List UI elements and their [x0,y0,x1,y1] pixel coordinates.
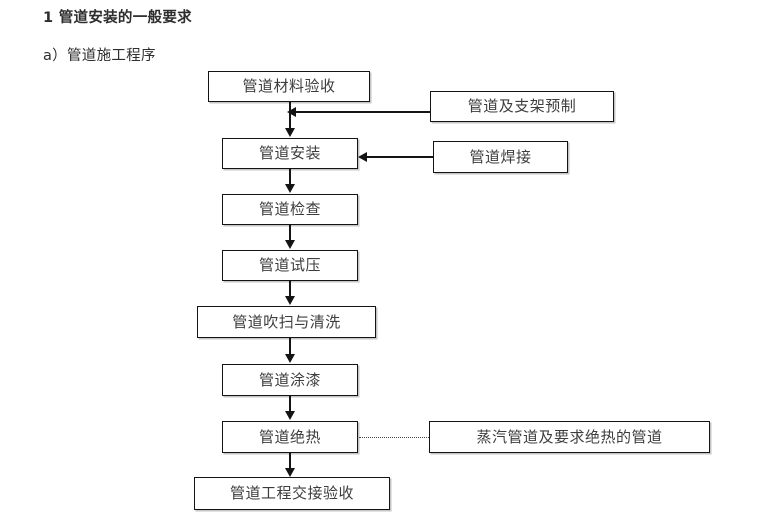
connector-welding-to-pipe-installation [367,156,433,158]
connector-installation-to-inspection [289,169,291,185]
flow-node-prefabrication[interactable]: 管道及支架预制 [430,91,614,122]
connector-painting-to-insulation [289,396,291,412]
arrowhead-into-insulation [284,411,295,420]
connector-insulation-to-handover [289,453,291,469]
arrowhead-into-handover-acceptance [284,468,295,477]
connector-inspection-to-pressure-test [289,225,291,241]
arrowhead-into-painting [284,354,295,363]
flow-node-painting[interactable]: 管道涂漆 [222,364,358,396]
section-subtitle: a）管道施工程序 [43,48,156,64]
connector-pressure-test-to-purge [289,281,291,297]
flow-node-insulation[interactable]: 管道绝热 [222,421,358,453]
arrowhead-into-pipe-installation [284,128,295,137]
arrowhead-prefabrication-into-main-line [287,106,296,117]
arrowhead-welding-into-pipe-installation [358,151,367,162]
arrowhead-into-pressure-test [284,240,295,249]
flow-node-welding[interactable]: 管道焊接 [433,141,568,173]
connector-purge-to-painting [289,338,291,355]
flow-node-pipe-installation[interactable]: 管道安装 [222,138,358,169]
page-title: 1 管道安装的一般要求 [43,10,192,26]
arrowhead-into-purge-and-clean [284,296,295,305]
arrowhead-into-pipe-inspection [284,184,295,193]
flow-node-pipe-inspection[interactable]: 管道检查 [222,194,358,225]
connector-prefabrication-to-main-line [296,111,430,113]
flow-node-purge-and-clean[interactable]: 管道吹扫与清洗 [197,306,376,338]
flow-node-pressure-test[interactable]: 管道试压 [222,250,358,281]
flow-node-steam-insulation-note[interactable]: 蒸汽管道及要求绝热的管道 [429,421,710,453]
connector-insulation-to-steam-note-dotted [359,437,429,438]
flow-node-material-acceptance[interactable]: 管道材料验收 [208,71,370,102]
flow-node-handover-acceptance[interactable]: 管道工程交接验收 [194,477,390,510]
